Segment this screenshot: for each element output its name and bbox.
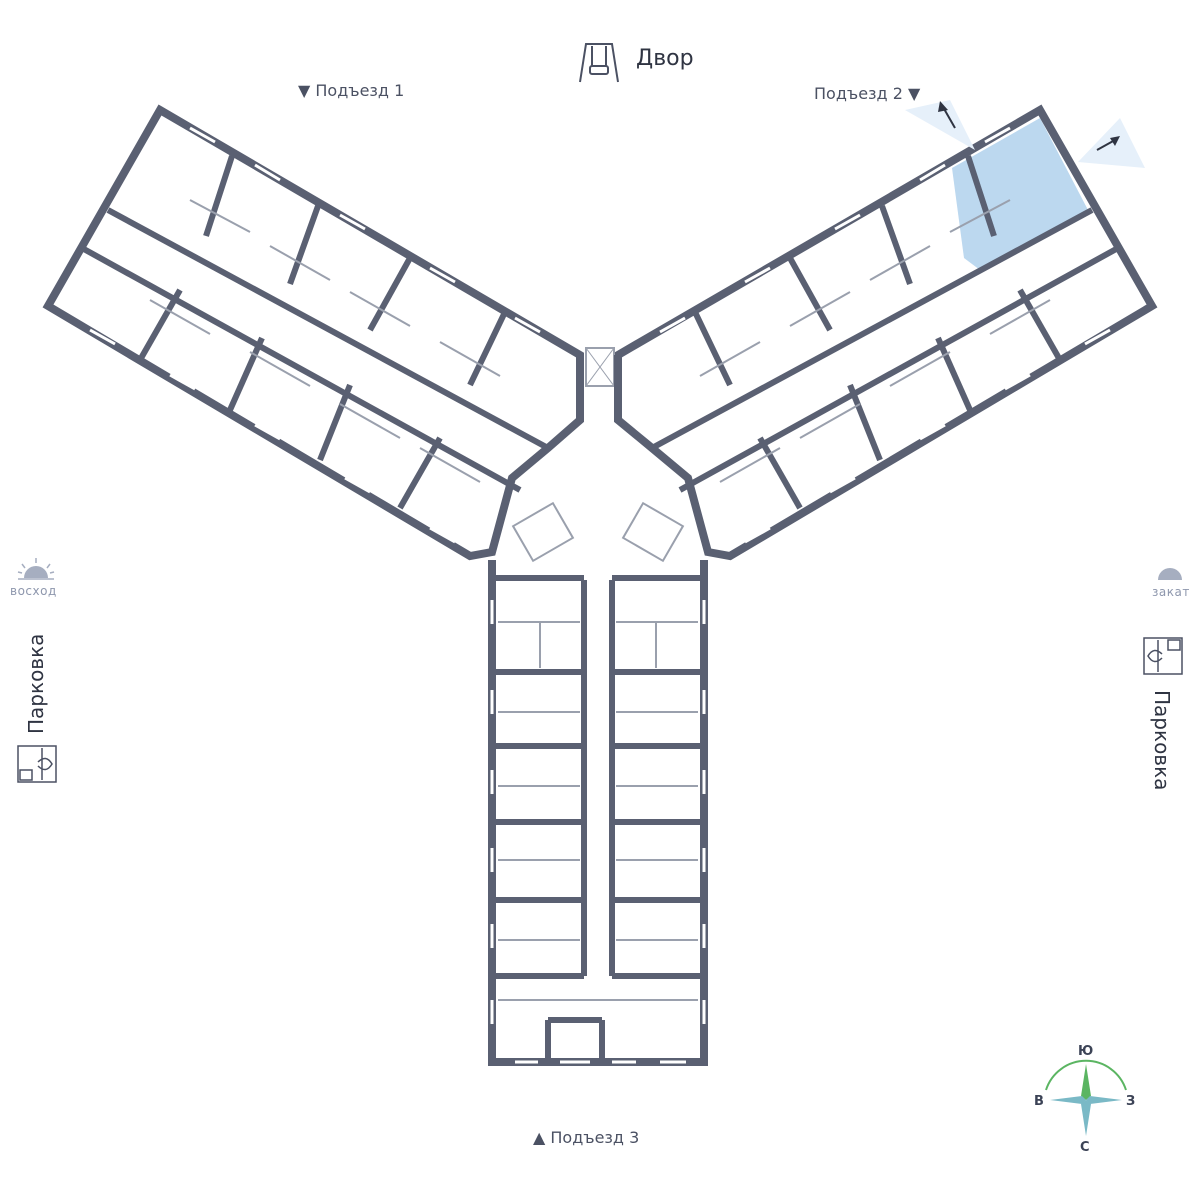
wing-entrance-1: [42, 104, 584, 563]
selected-apartment[interactable]: [952, 118, 1088, 270]
entrance-3-label[interactable]: ▲ Подъезд 3: [533, 1128, 640, 1147]
entrance-1-label[interactable]: ▼ Подъезд 1: [298, 81, 405, 100]
sunrise-icon: [17, 558, 55, 580]
compass-north-label: С: [1080, 1140, 1090, 1155]
compass-west-label: З: [1126, 1094, 1136, 1109]
compass-south-label: Ю: [1078, 1044, 1094, 1059]
sunset-label: закат: [1152, 585, 1190, 599]
courtyard-label: Двор: [636, 46, 694, 71]
central-core: [576, 347, 622, 395]
view-arrow-icon: [1078, 118, 1145, 168]
wing-1-corridor-wall: [80, 245, 522, 493]
sunrise-label: восход: [10, 584, 57, 598]
parking-right-label: Парковка: [1150, 690, 1174, 791]
parking-icon: [17, 745, 57, 783]
wing-entrance-3: [488, 560, 708, 1066]
wing-2-corridor-wall: [678, 245, 1120, 493]
compass-east-label: В: [1034, 1094, 1044, 1109]
entrance-2-label[interactable]: Подъезд 2 ▼: [814, 84, 921, 103]
parking-icon: [1143, 637, 1183, 675]
swing-icon: [579, 43, 619, 83]
wing-2-corridor-wall: [650, 207, 1094, 451]
sunset-icon: [1158, 568, 1182, 580]
wing-entrance-2: [614, 104, 1158, 563]
wing-2-outline: [614, 104, 1158, 561]
wing-3-outline: [488, 560, 708, 1066]
parking-left-label: Парковка: [24, 633, 48, 734]
wing-1-outline: [42, 104, 584, 561]
view-arrow-icon: [905, 100, 975, 150]
wing-1-corridor-wall: [106, 207, 550, 451]
compass-icon: [1045, 1059, 1127, 1136]
